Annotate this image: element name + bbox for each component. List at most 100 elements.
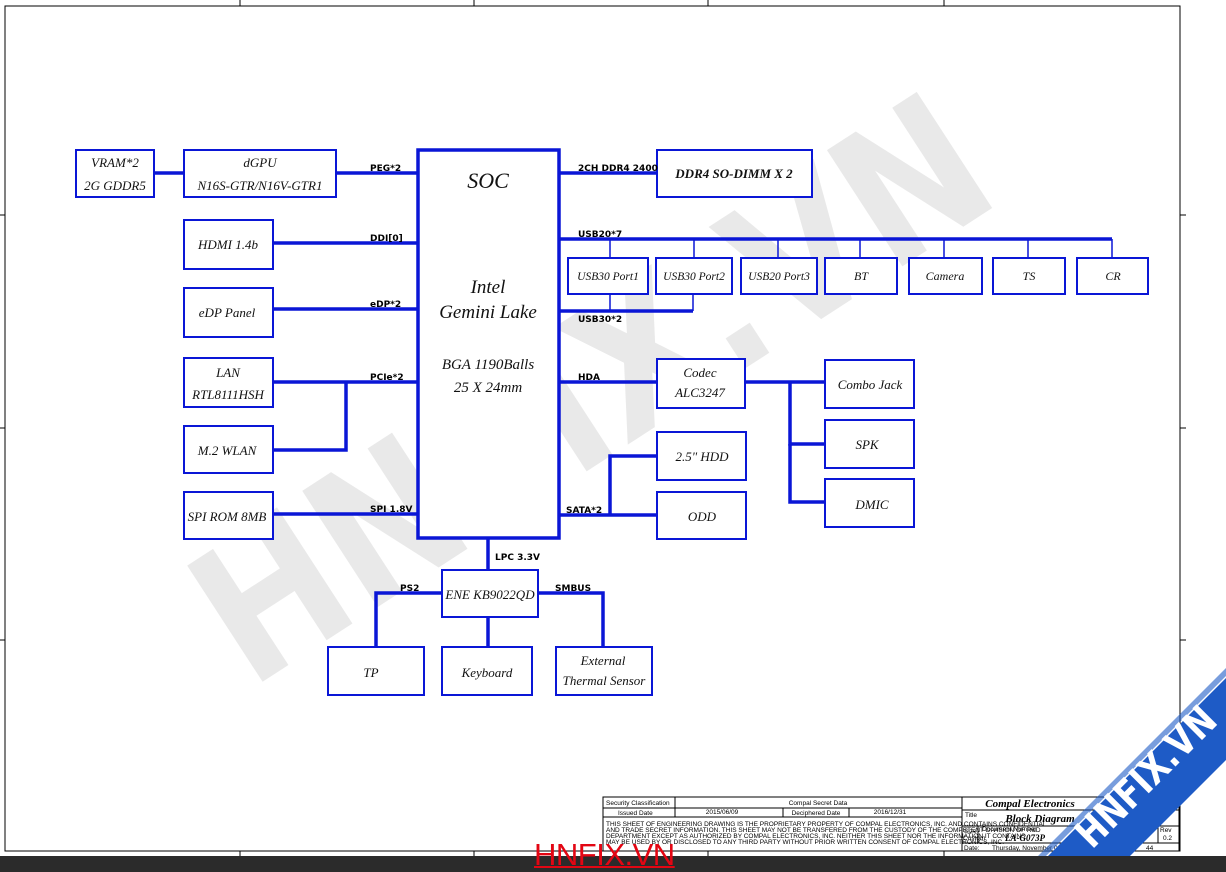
ec-block: ENE KB9022QD [441, 569, 539, 618]
soc-block: SOC Intel Gemini Lake BGA 1190Balls 25 X… [416, 148, 561, 540]
ddr4-block: DDR4 SO-DIMM X 2 [656, 149, 813, 198]
hdd-block: 2.5" HDD [656, 431, 747, 481]
signal-ps2: PS2 [400, 584, 419, 594]
codec-block: Codec ALC3247 [656, 358, 746, 409]
footer-bar [0, 856, 1226, 872]
tp-label: TP [363, 665, 378, 680]
bt-label: BT [854, 269, 869, 283]
tb-title-label: Title [965, 812, 977, 819]
edp-block: eDP Panel [183, 287, 274, 338]
thermal-label-2: Thermal Sensor [563, 673, 647, 688]
tb-size-label: Size [964, 828, 977, 835]
tb-company: Compal Electronics [985, 798, 1075, 810]
signal-smbus: SMBUS [555, 584, 591, 594]
usb-port-3-label: USB20 Port3 [748, 271, 810, 283]
tb-title: Block Diagram [1004, 813, 1075, 825]
combo-jack-block: Combo Jack [824, 359, 915, 409]
tb-notice-4: MAY BE USED BY OR DISCLOSED TO ANY THIRD… [606, 839, 1004, 846]
signal-edp: eDP*2 [370, 300, 401, 310]
tb-notice-3: DEPARTMENT EXCEPT AS AUTHORIZED BY COMPA… [606, 833, 1026, 840]
signal-pcie: PCIe*2 [370, 373, 404, 383]
lan-part: RTL8111HSH [191, 387, 264, 402]
signal-usb30: USB30*2 [578, 315, 622, 325]
site-watermark-label: HNFIX.VN [534, 837, 675, 872]
wlan-label: M.2 WLAN [197, 443, 258, 458]
cr-block: CR [1076, 257, 1149, 295]
corner-logo-stripe [1028, 668, 1226, 866]
dgpu-part: N16S-GTR/N16V-GTR1 [197, 178, 323, 193]
wires [154, 171, 1113, 647]
tb-rev: 0.2 [1163, 835, 1172, 842]
tb-issued: 2015/06/09 [706, 809, 739, 816]
vram-label: VRAM*2 [91, 155, 139, 170]
signal-ddr: 2CH DDR4 2400 [578, 164, 658, 174]
soc-title: SOC [467, 168, 509, 193]
camera-label: Camera [926, 269, 965, 283]
tb-notice-1: THIS SHEET OF ENGINEERING DRAWING IS THE… [606, 821, 1047, 828]
hdmi-block: HDMI 1.4b [183, 219, 274, 270]
signal-peg: PEG*2 [370, 164, 401, 174]
tb-secret: Compal Secret Data [789, 800, 848, 807]
odd-block: ODD [656, 491, 747, 540]
tb-deciphered-label: Deciphered Date [792, 810, 841, 817]
edp-label: eDP Panel [199, 305, 256, 320]
soc-size: 25 X 24mm [454, 380, 522, 396]
soc-name: Gemini Lake [439, 302, 537, 323]
odd-label: ODD [688, 509, 717, 524]
signal-labels: PEG*2 2CH DDR4 2400 DDI[0] eDP*2 USB20*7… [370, 164, 658, 594]
usb-port-3: USB20 Port3 [740, 257, 818, 295]
wlan-block: M.2 WLAN [183, 425, 274, 474]
codec-part: ALC3247 [674, 385, 725, 400]
dgpu-block: dGPU N16S-GTR/N16V-GTR1 [183, 149, 337, 198]
signal-usb20: USB20*7 [578, 230, 622, 240]
signal-lpc: LPC 3.3V [495, 553, 540, 563]
usb-port-2: USB30 Port2 [655, 257, 733, 295]
tb-notice-2: AND TRADE SECRET INFORMATION. THIS SHEET… [606, 827, 1041, 834]
signal-spi: SPI 1.8V [370, 505, 413, 515]
lan-block: LAN RTL8111HSH [183, 357, 274, 408]
spirom-block: SPI ROM 8MB [183, 491, 274, 540]
tb-docnum: LA-G073P [1004, 833, 1045, 843]
tb-custom: Custom [963, 835, 985, 842]
usb-port-2-label: USB30 Port2 [663, 271, 725, 283]
dmic-block: DMIC [824, 478, 915, 528]
camera-block: Camera [908, 257, 983, 295]
tp-block: TP [327, 646, 425, 696]
vram-block: VRAM*2 2G GDDR5 [75, 149, 155, 198]
keyboard-block: Keyboard [441, 646, 533, 696]
spk-block: SPK [824, 419, 915, 469]
usb-port-1: USB30 Port1 [567, 257, 649, 295]
ddr4-label: DDR4 SO-DIMM X 2 [674, 166, 793, 181]
tb-rev-label: Rev [1160, 827, 1172, 834]
drawing-frame [0, 0, 1186, 856]
tb-deciphered: 2016/12/31 [874, 809, 907, 816]
ts-block: TS [992, 257, 1066, 295]
combo-jack-label: Combo Jack [838, 377, 903, 392]
ec-label: ENE KB9022QD [444, 587, 535, 602]
tb-issued-label: Issued Date [618, 810, 653, 817]
soc-vendor: Intel [470, 277, 506, 298]
tb-docnum-label: Document Number [982, 826, 1037, 833]
soc-package: BGA 1190Balls [442, 357, 535, 373]
spk-label: SPK [855, 437, 879, 452]
codec-label: Codec [683, 365, 716, 380]
thermal-sensor-block: External Thermal Sensor [555, 646, 653, 696]
tb-sheets: 44 [1146, 845, 1154, 852]
signal-sata: SATA*2 [566, 506, 602, 516]
hdd-label: 2.5" HDD [675, 449, 729, 464]
tb-date-label: Date: [964, 845, 980, 852]
usb-port-1-label: USB30 Port1 [577, 271, 639, 283]
bt-block: BT [824, 257, 898, 295]
cr-label: CR [1105, 269, 1121, 283]
vram-spec: 2G GDDR5 [84, 178, 146, 193]
signal-ddi: DDI[0] [370, 234, 403, 244]
hdmi-label: HDMI 1.4b [197, 237, 258, 252]
tb-date: Thursday, November 09 [992, 845, 1062, 852]
keyboard-label: Keyboard [461, 665, 513, 680]
signal-hda: HDA [578, 373, 600, 383]
corner-logo-ribbon [1038, 678, 1226, 866]
dgpu-label: dGPU [243, 155, 278, 170]
spirom-label: SPI ROM 8MB [188, 509, 267, 524]
tb-security-label: Security Classification [606, 800, 670, 807]
